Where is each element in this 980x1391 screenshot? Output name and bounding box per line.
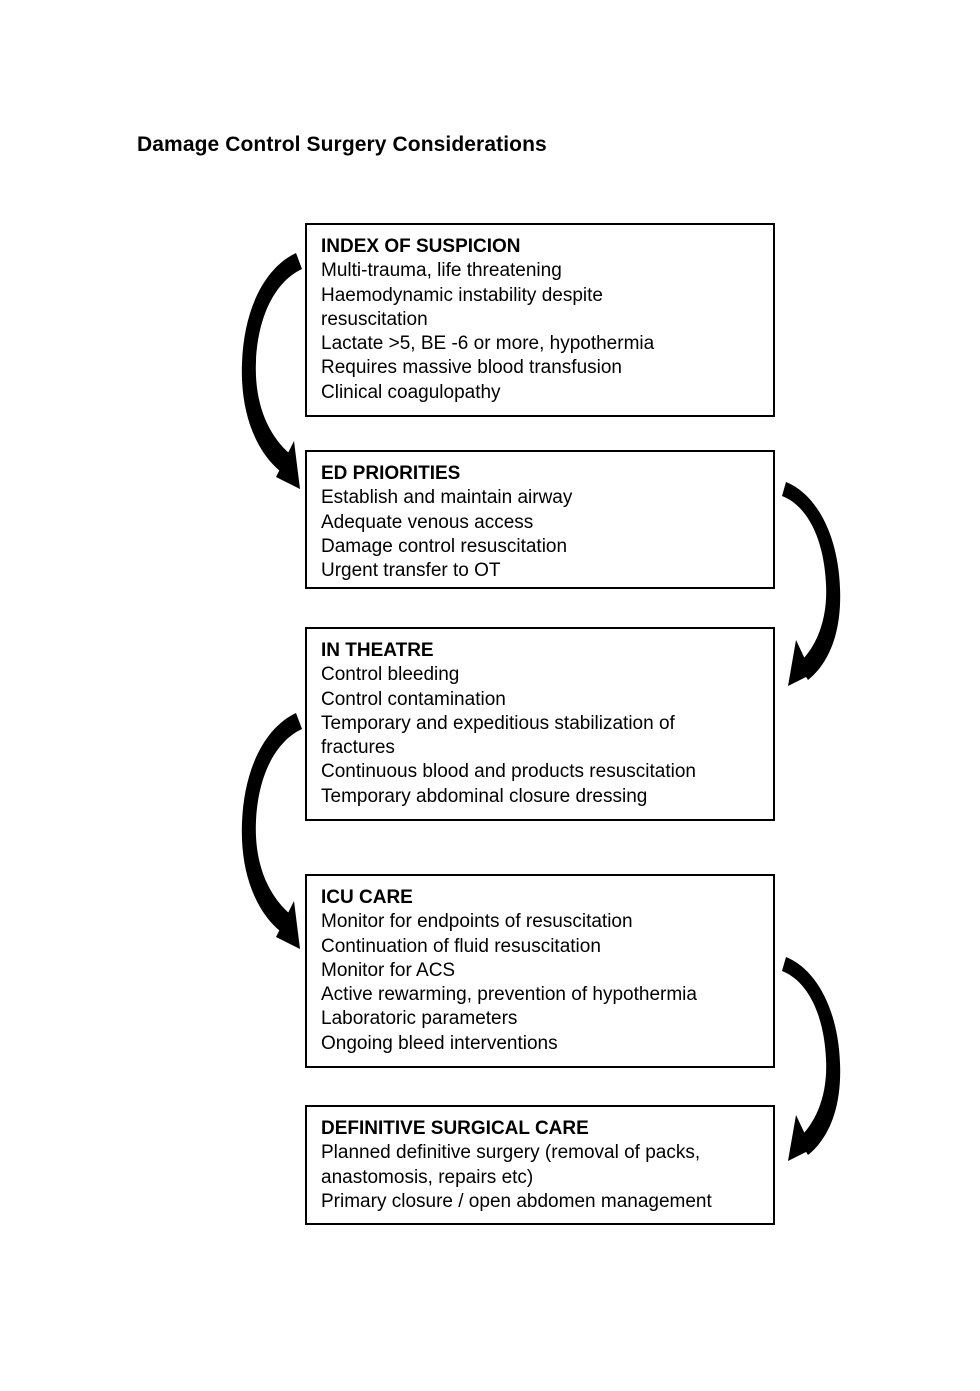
box-line: Ongoing bleed interventions	[321, 1032, 558, 1054]
arrow-suspicion-to-ed-priorities	[241, 253, 302, 489]
arrow-icu-care-to-definitive-care	[782, 957, 841, 1161]
page-title: Damage Control Surgery Considerations	[137, 133, 547, 156]
flow-box-icu-care[interactable]: ICU CARE Monitor for endpoints of resusc…	[305, 874, 775, 1068]
box-line: Monitor for ACS	[321, 959, 456, 981]
box-line: Temporary abdominal closure dressing	[321, 785, 648, 807]
box-line: Continuous blood and products resuscitat…	[321, 761, 696, 783]
box-body: Control bleeding Control contamination T…	[321, 663, 773, 809]
box-line: Primary closure / open abdomen managemen…	[321, 1190, 712, 1212]
box-body: Multi-trauma, life threatening Haemodyna…	[321, 259, 773, 405]
box-line: Control contamination	[321, 688, 506, 710]
box-line: Lactate >5, BE -6 or more, hypothermia	[321, 333, 655, 355]
box-line: Damage control resuscitation	[321, 535, 568, 557]
box-line: Control bleeding	[321, 664, 460, 686]
box-heading: DEFINITIVE SURGICAL CARE	[321, 1118, 589, 1139]
box-line: resuscitation	[321, 308, 428, 330]
box-line: Monitor for endpoints of resuscitation	[321, 911, 633, 933]
box-line: Establish and maintain airway	[321, 487, 573, 509]
box-line: Requires massive blood transfusion	[321, 357, 622, 379]
box-line: Laboratoric parameters	[321, 1008, 518, 1030]
box-line: Multi-trauma, life threatening	[321, 260, 562, 282]
box-line: Haemodynamic instability despite	[321, 284, 603, 306]
box-line: Adequate venous access	[321, 511, 534, 533]
flow-box-definitive-surgical-care[interactable]: DEFINITIVE SURGICAL CARE Planned definit…	[305, 1105, 775, 1225]
flow-box-ed-priorities[interactable]: ED PRIORITIES Establish and maintain air…	[305, 450, 775, 589]
arrow-ed-priorities-to-in-theatre	[782, 482, 841, 686]
box-line: Planned definitive surgery (removal of p…	[321, 1142, 701, 1164]
box-line: Temporary and expeditious stabilization …	[321, 712, 675, 734]
box-body: Establish and maintain airway Adequate v…	[321, 486, 773, 583]
box-line: Active rewarming, prevention of hypother…	[321, 984, 697, 1006]
box-line: fractures	[321, 737, 395, 759]
box-heading: INDEX OF SUSPICION	[321, 236, 521, 257]
box-body: Planned definitive surgery (removal of p…	[321, 1141, 773, 1214]
box-line: Clinical coagulopathy	[321, 381, 501, 403]
box-heading: IN THEATRE	[321, 640, 434, 661]
box-line: anastomosis, repairs etc)	[321, 1166, 534, 1188]
box-line: Urgent transfer to OT	[321, 560, 501, 582]
flow-box-index-of-suspicion[interactable]: INDEX OF SUSPICION Multi-trauma, life th…	[305, 223, 775, 417]
box-heading: ED PRIORITIES	[321, 463, 461, 484]
box-line: Continuation of fluid resuscitation	[321, 935, 601, 957]
box-body: Monitor for endpoints of resuscitation C…	[321, 910, 773, 1056]
box-heading: ICU CARE	[321, 887, 413, 908]
flow-box-in-theatre[interactable]: IN THEATRE Control bleeding Control cont…	[305, 627, 775, 821]
arrow-in-theatre-to-icu-care	[241, 713, 302, 949]
